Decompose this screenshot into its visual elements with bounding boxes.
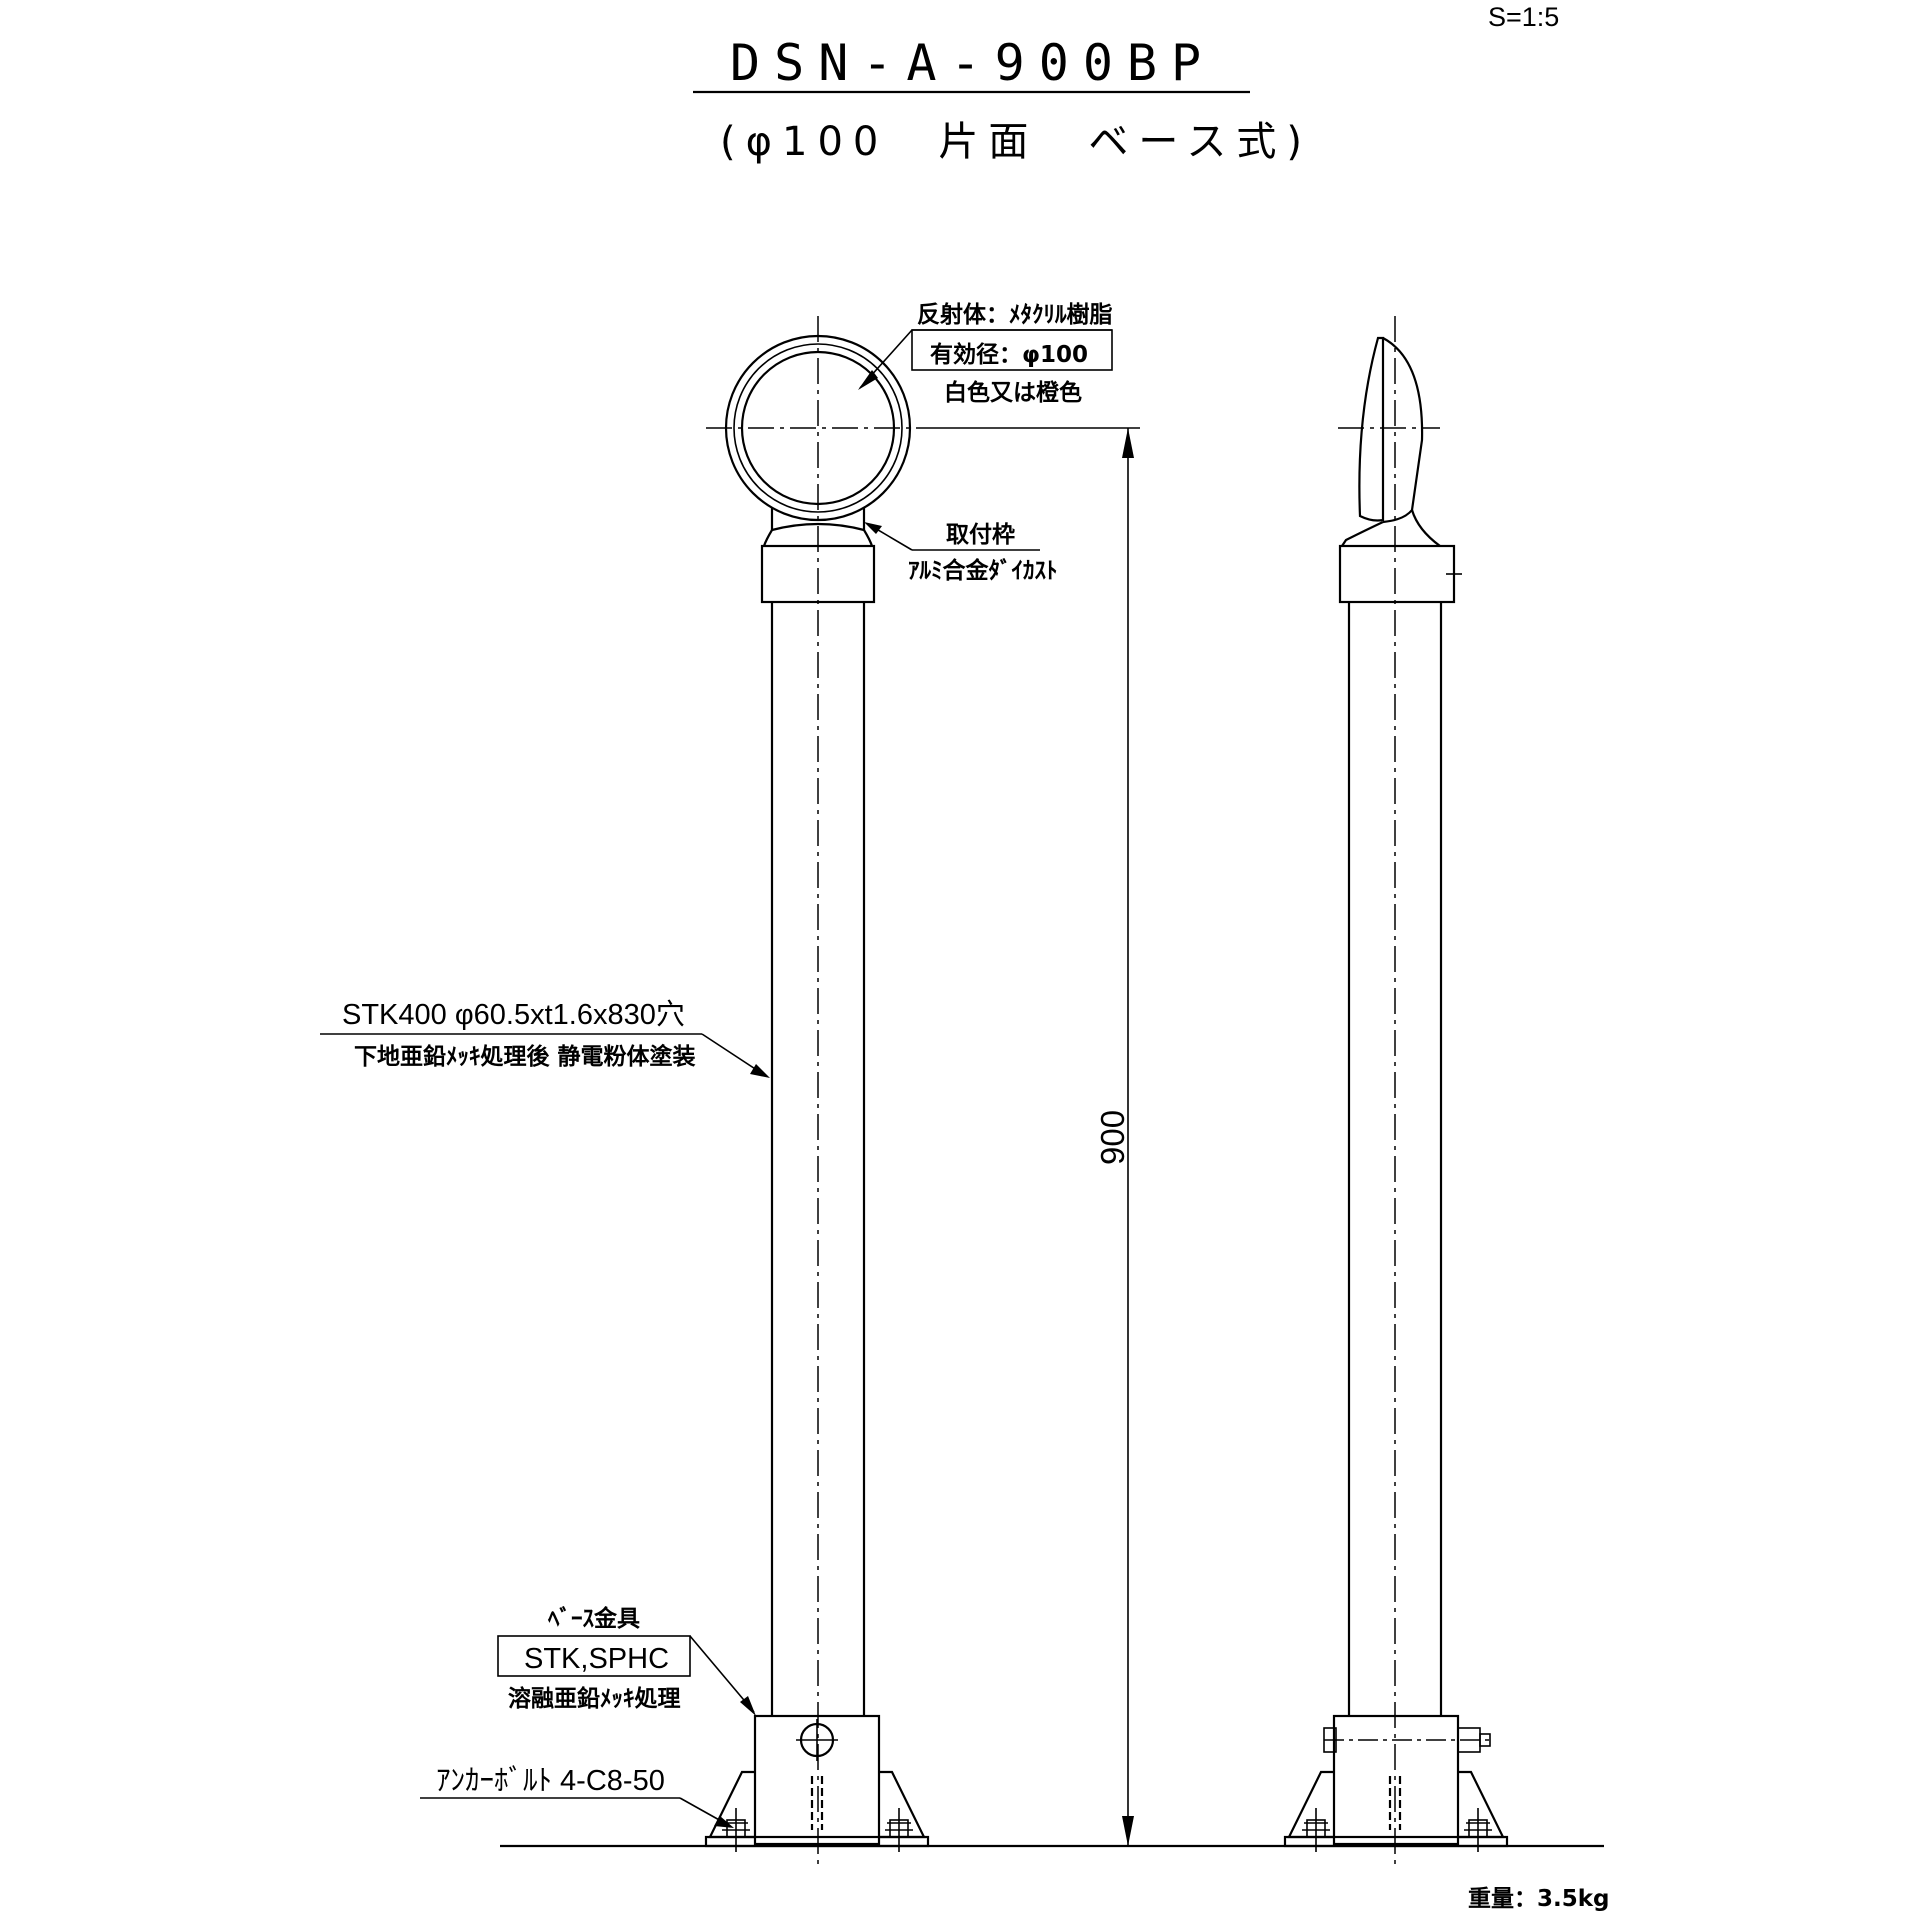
drawing-title: DSN-A-900BP	[730, 34, 1215, 92]
side-mount-bracket	[1410, 509, 1441, 547]
pipe-spec-label: STK400 φ60.5xt1.6x830穴	[342, 998, 685, 1031]
reflector-callout: 反射体：ﾒﾀｸﾘﾙ樹脂 有効径：φ100 白色又は橙色	[858, 301, 1113, 406]
anchor-bolt-right	[885, 1808, 913, 1852]
drawing-subtitle: (φ100 片面 ベース式)	[720, 119, 1312, 165]
mount-frame-neck	[770, 508, 866, 532]
base-callout: ﾍﾞｰｽ金具 STK,SPHC 溶融亜鉛ﾒｯｷ処理	[497, 1605, 756, 1716]
anchor-callout: ｱﾝｶｰﾎﾞﾙﾄ 4-C8-50	[420, 1764, 734, 1828]
frame-material-label: ｱﾙﾐ合金ﾀﾞｲｶｽﾄ	[908, 557, 1058, 584]
reflector-diameter-box	[911, 329, 1113, 371]
front-view	[704, 316, 930, 1866]
pipe-callout: STK400 φ60.5xt1.6x830穴 下地亜鉛ﾒｯｷ処理後 静電粉体塗装	[320, 998, 770, 1078]
pipe-finish-label: 下地亜鉛ﾒｯｷ処理後 静電粉体塗装	[354, 1043, 696, 1070]
side-reflector-lens	[1358, 336, 1385, 522]
side-rib-left	[1287, 1770, 1334, 1839]
base-fitting	[753, 1714, 881, 1846]
side-anchor-bolt-left	[1302, 1808, 1330, 1852]
dimension-value: 900	[1094, 1110, 1131, 1165]
side-mount-collar	[1338, 544, 1456, 604]
scale-label: S=1:5	[1488, 2, 1559, 32]
side-rib-right	[1458, 1770, 1505, 1839]
side-reflector-body	[1382, 337, 1424, 524]
base-name-label: ﾍﾞｰｽ金具	[547, 1605, 640, 1632]
height-dimension: 900	[930, 427, 1140, 1846]
weight-label: 重量：3.5kg	[1468, 1886, 1610, 1912]
reflector-mid-ring	[733, 343, 903, 513]
base-rib-right	[879, 1770, 926, 1839]
frame-label: 取付枠	[946, 522, 1015, 548]
base-material-label: STK,SPHC	[524, 1643, 669, 1675]
reflector-diameter-label: 有効径：φ100	[930, 341, 1088, 368]
side-view	[1283, 316, 1509, 1866]
side-anchor-bolt-right	[1464, 1808, 1492, 1852]
anchor-bolt-label: ｱﾝｶｰﾎﾞﾙﾄ 4-C8-50	[436, 1764, 665, 1797]
frame-callout: 取付枠 ｱﾙﾐ合金ﾀﾞｲｶｽﾄ	[864, 522, 1058, 584]
base-material-box	[497, 1635, 691, 1677]
side-base-fitting	[1332, 1714, 1460, 1846]
reflector-material-label: 反射体：ﾒﾀｸﾘﾙ樹脂	[917, 301, 1113, 328]
base-finish-label: 溶融亜鉛ﾒｯｷ処理	[508, 1685, 681, 1712]
anchor-bolt-left	[722, 1808, 750, 1852]
reflector-color-label: 白色又は橙色	[944, 379, 1082, 406]
